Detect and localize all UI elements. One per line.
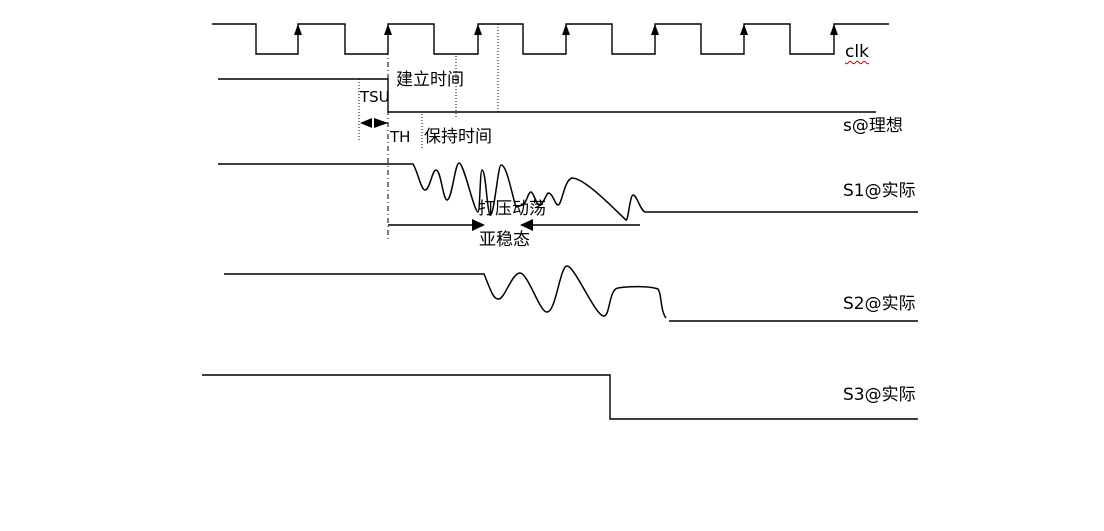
s2-label: S2@实际 [843, 294, 916, 314]
reference-lines [358, 24, 499, 240]
oscillation-label: 打压动荡 [478, 199, 546, 219]
s-ideal-label: s@理想 [843, 116, 903, 136]
s-ideal-waveform [218, 78, 876, 113]
hold-time-label: 保持时间 [424, 127, 492, 147]
tsu-th-arrows [360, 118, 388, 128]
s3-label: S3@实际 [843, 385, 916, 405]
s2-waveform [224, 265, 918, 322]
th-label: TH [390, 128, 411, 146]
clk-rising-edge-arrows [294, 24, 838, 35]
metastable-label: 亚稳态 [479, 230, 530, 250]
s1-label: S1@实际 [843, 181, 916, 201]
s3-waveform [202, 374, 918, 420]
setup-time-label: 建立时间 [396, 70, 464, 90]
clk-label: clk [845, 42, 869, 62]
metastable-arrows [388, 219, 640, 231]
tsu-label: TSU [360, 88, 390, 106]
clk-waveform [212, 23, 889, 55]
s1-waveform [218, 162, 918, 221]
